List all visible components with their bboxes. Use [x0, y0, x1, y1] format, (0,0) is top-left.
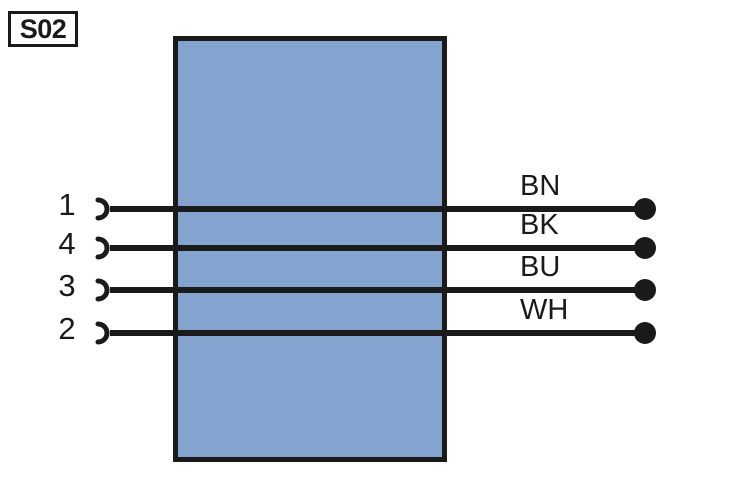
wire-color-label: WH [520, 294, 569, 326]
pin-connector-icon [95, 278, 111, 302]
pin-number: 2 [58, 311, 76, 346]
terminal-dot [634, 279, 656, 301]
wire-line [110, 330, 647, 336]
wire-color-label: BU [520, 251, 561, 283]
wire-color-label: BK [520, 209, 559, 241]
pin-number: 4 [58, 226, 76, 261]
terminal-dot [634, 198, 656, 220]
terminal-dot [634, 237, 656, 259]
terminal-dot [634, 322, 656, 344]
wire-line [110, 206, 647, 212]
pin-number: 3 [58, 268, 76, 303]
wire-color-label: BN [520, 170, 561, 202]
pin-number: 1 [58, 187, 76, 222]
pin-connector-icon [95, 197, 111, 221]
pin-connector-icon [95, 236, 111, 260]
wire-line [110, 287, 647, 293]
designation-tag: S02 [8, 11, 78, 47]
pin-connector-icon [95, 321, 111, 345]
wire-line [110, 245, 647, 251]
designation-tag-label: S02 [19, 13, 67, 44]
